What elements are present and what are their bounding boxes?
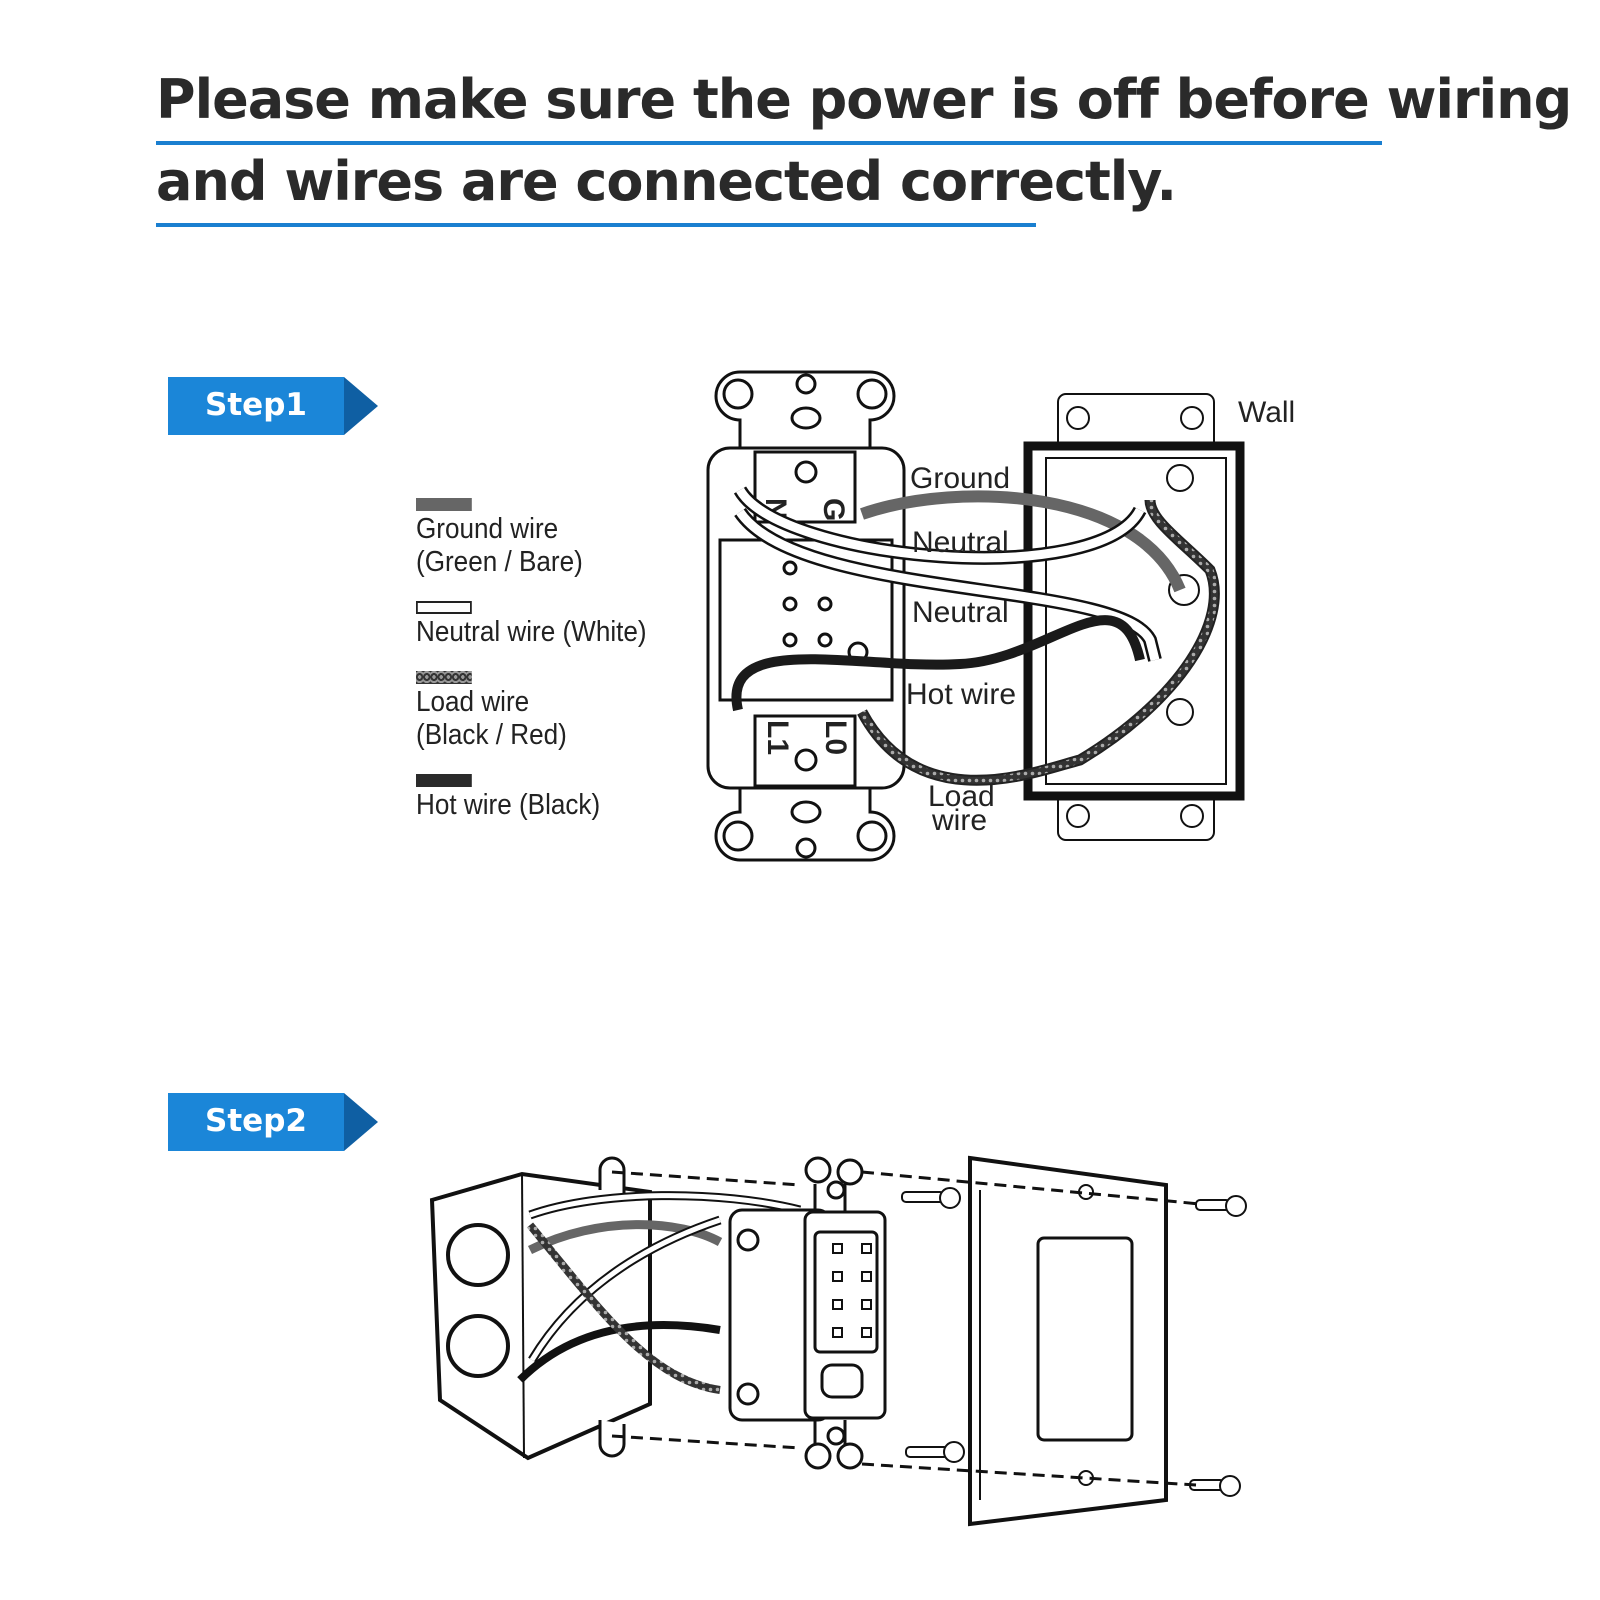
label-neutral-2: Neutral xyxy=(912,596,1009,629)
step1-badge: Step1 xyxy=(168,377,378,435)
step2-label: Step2 xyxy=(205,1103,307,1139)
step2-badge: Step2 xyxy=(168,1093,378,1151)
arrow-right-icon xyxy=(344,1093,378,1151)
ground-wire xyxy=(860,490,1186,593)
heading-underline-1 xyxy=(156,141,1382,145)
legend-label: Ground wire xyxy=(416,513,559,545)
label-load: Load xyxy=(928,780,995,813)
alignment-lines xyxy=(611,1170,1201,1487)
terminal-g-label: G xyxy=(817,498,850,521)
heading-line-2: and wires are connected correctly. xyxy=(156,150,1177,213)
legend-ground: Ground wire (Green / Bare) xyxy=(416,498,647,579)
label-wall: Wall xyxy=(1238,396,1295,429)
terminal-l0-label: L0 xyxy=(819,720,852,755)
wall-plate xyxy=(968,1155,1168,1527)
label-ground: Ground xyxy=(910,462,1010,495)
legend-label: Hot wire (Black) xyxy=(416,789,601,821)
legend-label: Load wire xyxy=(416,686,530,718)
box-wires xyxy=(517,1191,802,1394)
step1-label: Step1 xyxy=(205,387,307,423)
legend-load: Load wire (Black / Red) xyxy=(416,671,647,752)
terminal-l1-label: L1 xyxy=(761,720,794,755)
heading-line-1: Please make sure the power is off before… xyxy=(156,68,1572,131)
arrow-right-icon xyxy=(344,377,378,435)
neutral-wire-2-fill xyxy=(736,509,1160,662)
label-load-wire: wire xyxy=(931,804,987,837)
electrical-box xyxy=(429,1156,652,1461)
heading-underline-2 xyxy=(156,223,1036,227)
label-neutral-1: Neutral xyxy=(912,526,1009,559)
legend-label: (Green / Bare) xyxy=(416,546,583,578)
neutral-wire-1-fill xyxy=(736,487,1145,563)
legend-hot: Hot wire (Black) xyxy=(416,774,647,822)
legend-label: Neutral wire (White) xyxy=(416,616,647,648)
hot-wire xyxy=(731,615,1145,712)
legend-label: (Black / Red) xyxy=(416,719,567,751)
wire-legend: Ground wire (Green / Bare) Neutral wire … xyxy=(416,498,647,844)
label-hot-wire: Hot wire xyxy=(906,678,1016,711)
screws xyxy=(901,1187,1247,1497)
legend-neutral: Neutral wire (White) xyxy=(416,601,647,649)
dimmer-device xyxy=(728,1156,887,1470)
outlet-device xyxy=(706,370,906,862)
wires xyxy=(731,485,1220,786)
